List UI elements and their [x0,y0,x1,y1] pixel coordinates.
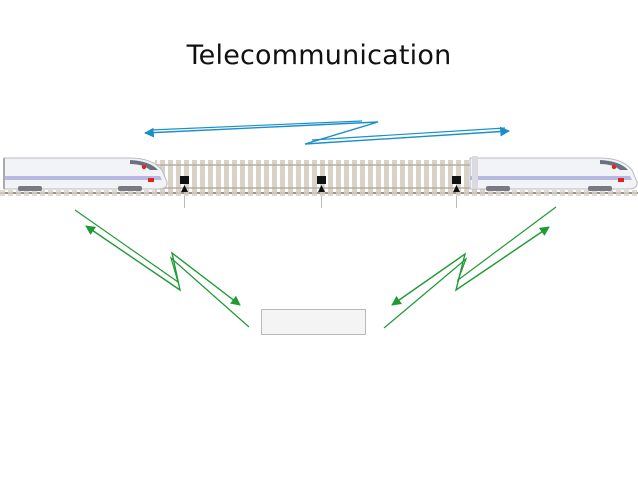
trackside-beacon-icon [180,176,189,208]
right-train-to-ground-link-icon [383,206,557,329]
ground-station-box [261,309,366,335]
trackside-beacon-icon [317,176,326,208]
trackside-beacon-icon [452,176,461,208]
train-to-train-link-icon [144,120,510,145]
slide-title: Telecommunication [186,40,452,71]
right-train-icon [469,156,638,191]
left-train-icon [3,157,168,191]
left-train-to-ground-link-icon [74,209,250,328]
